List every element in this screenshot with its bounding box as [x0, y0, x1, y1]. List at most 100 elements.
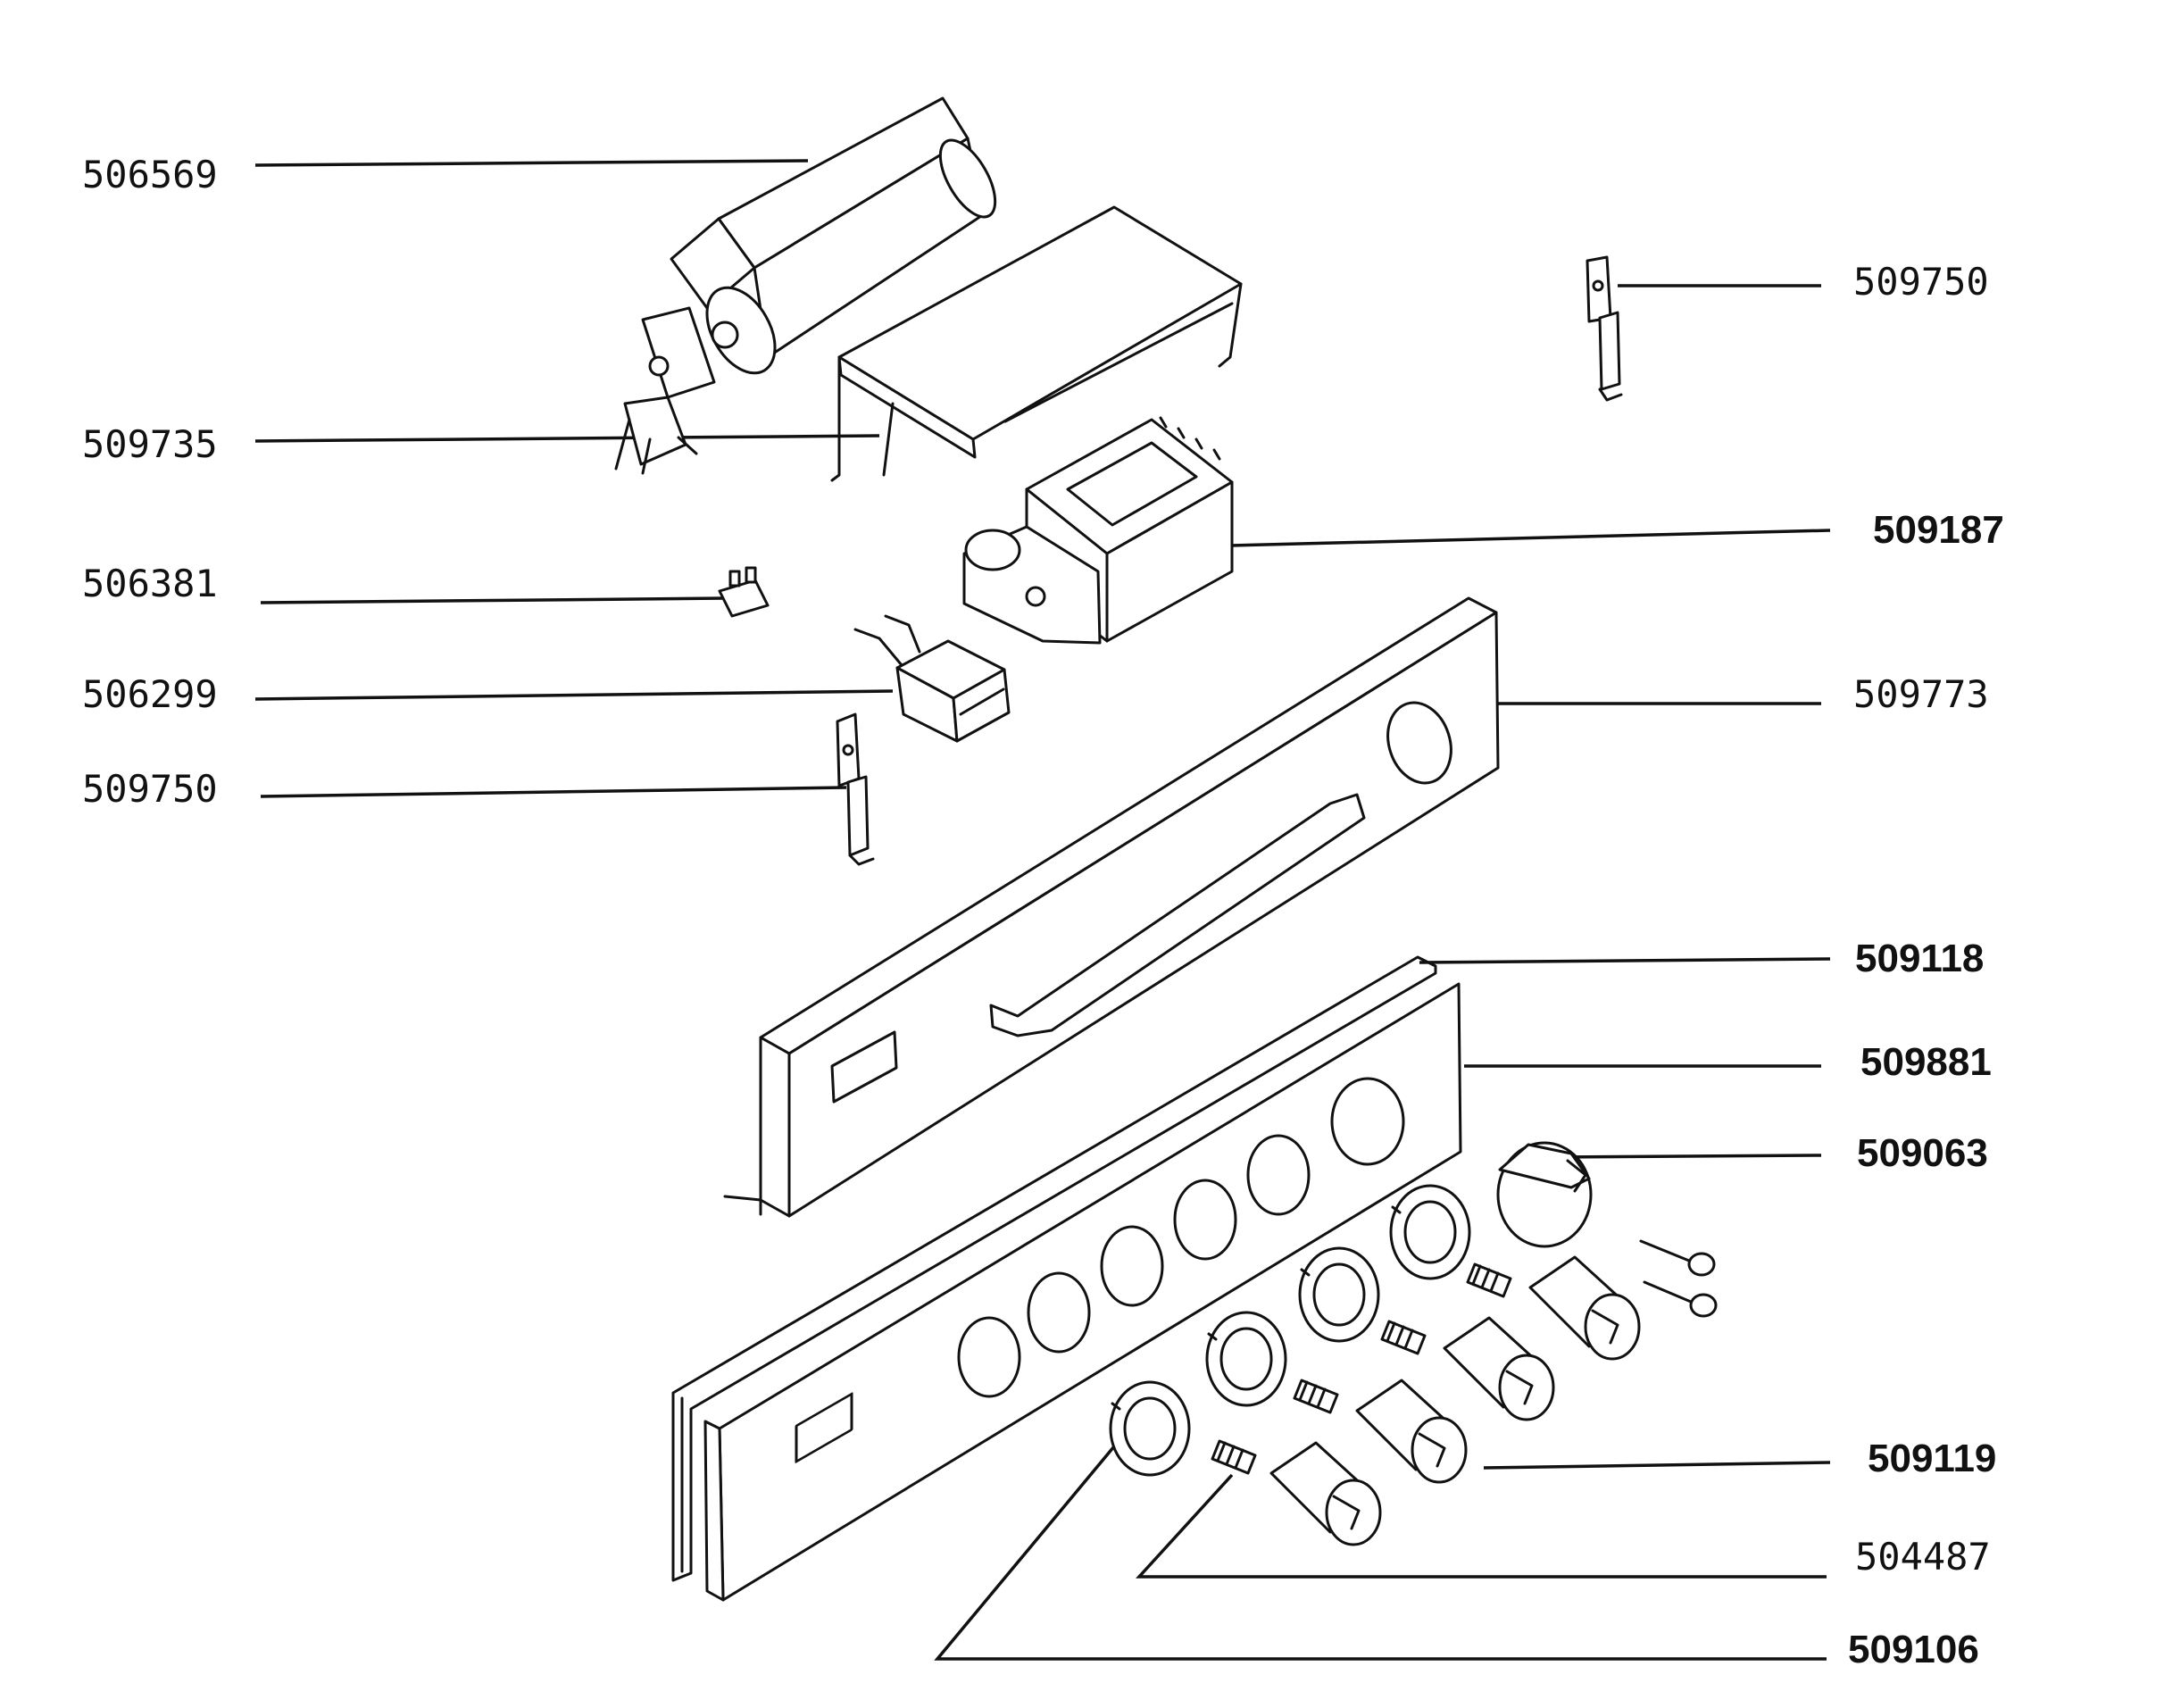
heater-terminal-3: [677, 436, 698, 455]
part-509750-right-clip: [1586, 255, 1623, 402]
label-509118: 509118: [1855, 937, 1984, 980]
spring-1: [1211, 1439, 1257, 1475]
transformer-top-panel: [1066, 441, 1198, 527]
label-509881: 509881: [1860, 1040, 1992, 1084]
part-509106-bezels: [1109, 1184, 1471, 1477]
transformer-coil: [964, 529, 1021, 571]
clip-left-foot: [848, 854, 875, 866]
bezel-ring-2: [1205, 1311, 1287, 1407]
bracket-left-leg-2: [882, 402, 895, 477]
screw-2-head: [1689, 1293, 1718, 1318]
label-509106: 509106: [1848, 1628, 1979, 1671]
small-knob-2: [1355, 1379, 1468, 1484]
label-509119: 509119: [1868, 1437, 1996, 1480]
heater-tube-end: [938, 138, 997, 219]
part-509118-gasket: [671, 955, 1437, 1582]
front-panel-hole-4: [1173, 1179, 1237, 1261]
leader-509106: [934, 1434, 1827, 1661]
terminal-pin-1: [728, 570, 741, 587]
small-knob-1: [1269, 1441, 1382, 1546]
leader-509118: [1419, 957, 1831, 964]
label-509063: 509063: [1857, 1131, 1988, 1175]
clip-right-hole: [1592, 279, 1604, 292]
screws: [1639, 1239, 1718, 1318]
leader-509187: [1195, 529, 1831, 548]
part-509735-bracket: [830, 205, 1243, 482]
part-506381-terminal: [718, 566, 770, 618]
bracket-right-leg: [1218, 282, 1243, 368]
screw-1-shaft: [1639, 1239, 1691, 1262]
part-509773-upper-panel: [723, 596, 1500, 1218]
upper-panel-knob-hole: [1386, 701, 1452, 785]
leader-509119: [1483, 1461, 1831, 1470]
bezel-ring-1: [1109, 1380, 1191, 1477]
terminal-pin-2: [745, 566, 757, 584]
switch-wire-2: [884, 614, 921, 654]
terminal-body: [718, 579, 770, 618]
label-509187: 509187: [1873, 508, 2004, 552]
spring-3: [1380, 1320, 1427, 1355]
label-506569: 506569: [82, 153, 218, 196]
label-509750-left: 509750: [82, 767, 218, 811]
heater-terminal-1: [614, 418, 631, 471]
gasket-outer: [671, 955, 1437, 1582]
label-506381: 506381: [82, 562, 218, 605]
label-504487: 504487: [1855, 1535, 1991, 1579]
knob-large-indicator: [1566, 1159, 1587, 1193]
leader-509750-left: [260, 786, 847, 798]
label-509735: 509735: [82, 422, 218, 466]
clip-right-lower: [1598, 311, 1621, 391]
upper-panel-display-window: [989, 793, 1366, 1037]
switch-rocker-line: [959, 687, 1005, 716]
screw-1-head: [1687, 1252, 1716, 1277]
leader-lines: [254, 159, 1831, 1661]
heater-mount-screw: [648, 355, 670, 377]
part-506569-heater: [614, 96, 997, 475]
switch-rocker: [952, 668, 1011, 743]
small-knob-4: [1528, 1255, 1641, 1361]
front-panel-edge: [703, 1420, 725, 1602]
front-panel-hole-3: [1100, 1225, 1164, 1307]
spring-2: [1293, 1379, 1339, 1414]
leader-506299: [254, 689, 894, 701]
front-panel-hole-2: [1027, 1271, 1091, 1354]
upper-panel-foot: [723, 1195, 762, 1216]
upper-panel-face: [787, 611, 1500, 1218]
bezel-ring-4: [1389, 1184, 1471, 1280]
leader-506381: [260, 596, 726, 604]
part-509750-left-clip: [836, 712, 875, 866]
part-506299-switch: [853, 614, 1011, 743]
part-509187-transformer: [962, 416, 1234, 645]
bracket-fold-line: [1003, 302, 1234, 423]
label-509750-right: 509750: [1853, 260, 1989, 304]
label-506299: 506299: [82, 672, 218, 716]
spring-4: [1466, 1262, 1512, 1298]
clip-left-hole: [842, 744, 854, 756]
transformer-screw: [1025, 586, 1046, 607]
small-knob-3: [1443, 1316, 1555, 1421]
bezel-ring-3: [1298, 1246, 1380, 1343]
front-panel-switch-window: [795, 1392, 853, 1463]
heater-mount-block: [641, 306, 716, 399]
front-panel-hole-6: [1330, 1077, 1405, 1166]
front-panel-hole-5: [1246, 1134, 1311, 1216]
leader-509735: [254, 434, 880, 443]
upper-panel-side-flange: [759, 1036, 791, 1218]
knob-large-top: [1498, 1143, 1591, 1189]
part-509119-knobs: [1269, 1255, 1641, 1546]
leader-509063: [1552, 1154, 1822, 1159]
part-504487-springs: [1211, 1262, 1512, 1475]
leader-506569: [254, 159, 809, 167]
screw-2-shaft: [1643, 1280, 1693, 1304]
part-509063-knob: [1496, 1141, 1593, 1248]
bracket-left-leg: [830, 355, 841, 482]
transformer-side: [1105, 480, 1234, 643]
heater-tube-boss: [711, 321, 739, 349]
switch-wire-1: [853, 628, 903, 667]
part-509881-front-panel: [703, 982, 1462, 1602]
upper-panel-switch-cutout: [830, 1030, 898, 1104]
front-panel-hole-1: [957, 1316, 1021, 1398]
clip-right-foot: [1598, 387, 1623, 402]
leader-504487: [1136, 1473, 1827, 1579]
